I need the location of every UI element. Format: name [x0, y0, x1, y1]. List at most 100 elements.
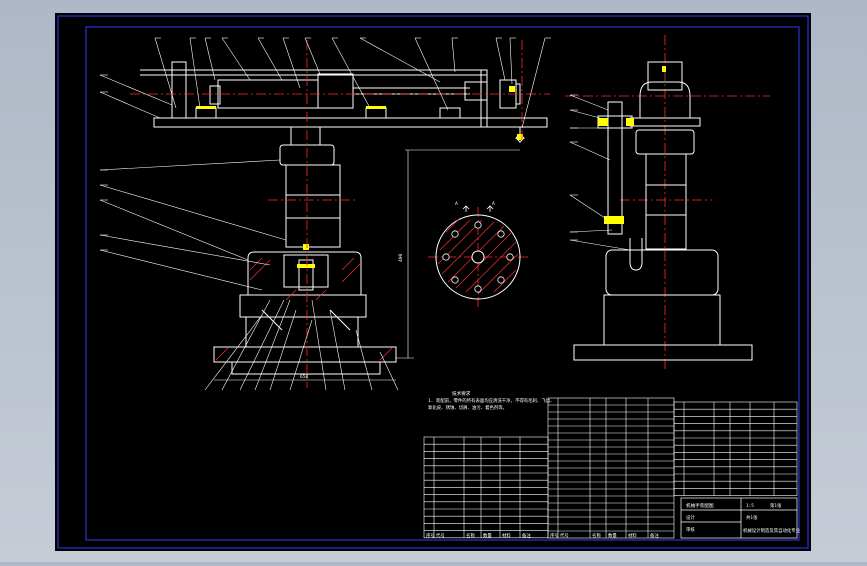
gripper-highlight — [509, 86, 515, 92]
disc-hatch — [437, 217, 519, 295]
bom-header-cell: 材料 — [628, 532, 637, 539]
leader-line — [359, 37, 441, 83]
leader-line — [99, 159, 281, 171]
left-support — [171, 61, 187, 119]
bolt-hole — [497, 230, 505, 238]
tech-requirements-line: 氧化皮、锈蚀、切屑、油污、着色剂等。 — [428, 404, 507, 411]
bom-header-cell: 材料 — [502, 532, 511, 539]
side-base — [573, 344, 753, 361]
bom-header-cell: 代号 — [560, 532, 569, 539]
hatch-line — [249, 259, 271, 281]
leader-line — [304, 37, 321, 75]
side-hook — [629, 238, 643, 271]
side-top-block — [647, 61, 683, 91]
bom-header-cell: 序号 — [550, 532, 559, 539]
hatch-line — [215, 347, 229, 361]
school-name: 机械设计制造及其自动化专业 — [743, 527, 801, 534]
tech-requirements-title: 技术要求 — [452, 390, 471, 397]
section-mark-left: A — [455, 201, 458, 207]
leader-line — [154, 37, 177, 109]
leader-line — [495, 37, 506, 81]
hatch-line — [445, 217, 461, 233]
hatch-line — [341, 257, 355, 271]
leader-line — [282, 37, 301, 89]
hatch-line — [441, 221, 495, 275]
leader-line — [239, 299, 285, 391]
leader-line — [269, 309, 297, 391]
bom-header-cell: 数量 — [483, 532, 492, 539]
side-highlight — [662, 66, 666, 72]
bom-header-cell: 备注 — [522, 532, 531, 539]
bolt-hole — [474, 221, 482, 229]
disc-center-hole — [471, 250, 485, 264]
sheet-count: 共1张 — [746, 514, 758, 521]
checker-label: 审核 — [686, 526, 695, 533]
bolt-hole — [451, 230, 459, 238]
leader-line — [569, 94, 609, 111]
cylinder-cap-right — [317, 73, 354, 109]
hatch-line — [379, 347, 393, 361]
leader-line — [254, 299, 291, 391]
bom-header-cell: 代号 — [436, 532, 445, 539]
scale-label: 1:5 — [746, 503, 754, 509]
leader-line — [99, 234, 271, 266]
side-shaft — [645, 153, 687, 250]
leader-line — [569, 194, 609, 221]
section-arrow-icon — [486, 205, 494, 212]
leader-line — [569, 109, 601, 119]
leader-line — [569, 141, 611, 161]
side-clamp — [639, 81, 691, 118]
bom-table-right-frame — [673, 401, 798, 496]
bearing-seat — [283, 254, 329, 288]
leader-line — [221, 299, 271, 391]
block-highlight — [366, 106, 386, 109]
bearing-line — [329, 309, 351, 331]
hatch-line — [455, 231, 513, 289]
bom-header-cell: 名称 — [592, 532, 601, 539]
leader-line — [189, 37, 201, 109]
bearing-highlight — [303, 244, 309, 250]
bolt-hole — [474, 285, 482, 293]
leader-line — [204, 314, 263, 391]
leader-line — [451, 37, 456, 73]
leader-line — [331, 37, 371, 109]
leader-line — [99, 184, 287, 241]
hatch-line — [315, 289, 327, 301]
leader-line — [99, 199, 249, 261]
leader-line — [329, 309, 346, 391]
sheet-label: 第1张 — [770, 502, 782, 509]
column-shaft — [285, 164, 341, 248]
side-rod — [607, 101, 623, 235]
leader-line — [99, 91, 161, 119]
bom-header-cell: 名称 — [466, 532, 475, 539]
side-highlight — [598, 118, 608, 126]
section-mark-right: A — [492, 201, 495, 207]
leader-line — [289, 319, 313, 391]
rod-end — [464, 81, 488, 101]
hatch-line — [477, 253, 519, 295]
bolt-hole — [497, 276, 505, 284]
section-arrow-icon — [462, 205, 470, 212]
leader-lines — [99, 37, 631, 391]
tech-requirements: 技术要求 1. 装配前，零件的所有表面均应清洗干净，不得有毛刺、飞边、 氧化皮、… — [428, 390, 554, 411]
title-block — [680, 497, 798, 539]
drawing-sheet — [55, 13, 811, 551]
leader-line — [311, 299, 327, 391]
bom-header-cell: 数量 — [608, 532, 617, 539]
bolt-hole — [451, 276, 459, 284]
hatch-line — [341, 263, 361, 283]
disc-outline — [435, 214, 521, 300]
hatch-line — [249, 257, 263, 271]
bill-of-materials — [423, 397, 798, 539]
section-view-aa: A A — [435, 201, 521, 300]
inner-shaft — [298, 259, 314, 291]
base-footing — [231, 361, 381, 375]
leader-line — [257, 37, 283, 81]
hatch-line — [465, 241, 517, 293]
leader-line — [204, 37, 216, 81]
tech-requirements-line: 1. 装配前，零件的所有表面均应清洗干净，不得有毛刺、飞边、 — [428, 397, 554, 404]
side-highlight — [626, 118, 634, 126]
side-highlight — [604, 216, 624, 224]
